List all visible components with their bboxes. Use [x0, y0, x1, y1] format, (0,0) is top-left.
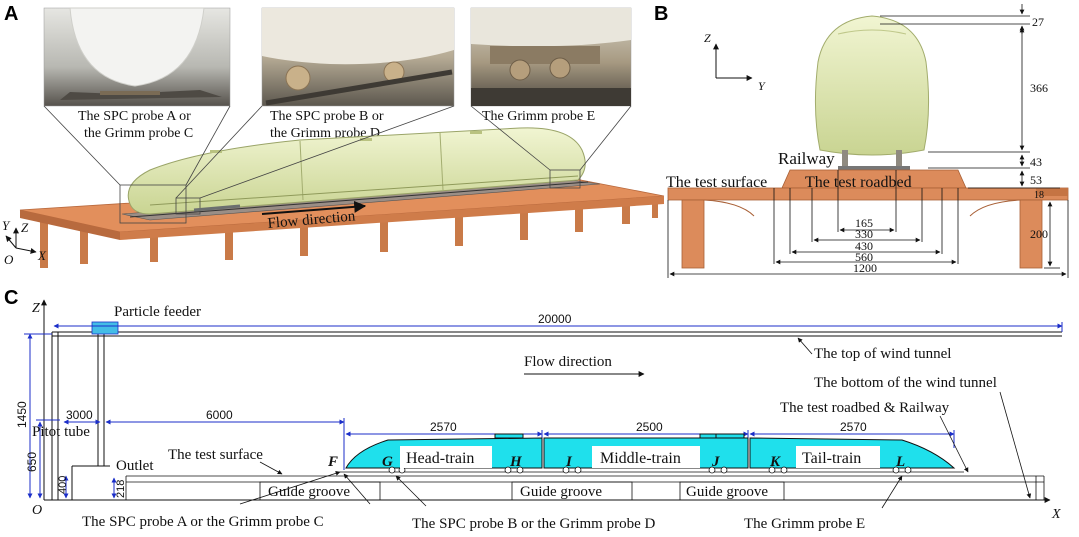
point-h: H: [509, 454, 523, 470]
dim-400: 400: [57, 476, 69, 494]
panel-label-a: A: [4, 3, 18, 25]
dim-3000: 3000: [66, 408, 93, 422]
leader-test-surface: [259, 461, 283, 475]
dim-18: 18: [1034, 190, 1044, 201]
probe-leaders-a: [43, 105, 632, 224]
dim-330: 330: [855, 227, 873, 241]
dim-blue-c: [24, 322, 1063, 499]
particle-feeder-box: [91, 321, 119, 335]
roadbed-3d: [19, 175, 665, 268]
tunnel-walls: [51, 331, 1062, 500]
dim-horizontal-b: [667, 170, 1069, 278]
dim-650: 650: [25, 452, 39, 472]
photo-probe-a-c: [43, 7, 231, 107]
point-i: I: [565, 454, 573, 470]
probe-leaders-c: [239, 471, 903, 509]
callout-probe-a-c-line2: the Grimm probe C: [84, 126, 193, 141]
label-guide-groove-3: Guide groove: [686, 484, 768, 500]
train-wheels-c: [388, 466, 912, 474]
rail-b: [838, 166, 910, 170]
panel-a: A The SPC probe A or the Grimm pro: [2, 3, 665, 268]
leader-top-tunnel: [797, 337, 813, 355]
dim-366: 366: [1030, 81, 1048, 95]
callout-probe-e: The Grimm probe E: [482, 109, 595, 124]
label-middle-train: Middle-train: [600, 450, 681, 467]
point-g: G: [382, 454, 393, 470]
point-f: F: [327, 454, 338, 470]
panel-label-c: C: [4, 287, 18, 309]
dim-53: 53: [1030, 173, 1042, 187]
dim-vertical-b: [880, 4, 1060, 269]
dim-218: 218: [115, 480, 127, 498]
dim-2500: 2500: [636, 420, 663, 434]
axis-a-z: Z: [21, 220, 29, 235]
axis-b-z: Z: [704, 31, 711, 45]
label-tail-train: Tail-train: [802, 450, 861, 467]
dim-1450: 1450: [15, 401, 29, 428]
label-test-surface-b: The test surface: [666, 174, 767, 191]
dim-430: 430: [855, 239, 873, 253]
train-names-c: [400, 446, 880, 468]
axis-c-z: Z: [32, 301, 40, 316]
axes-a: [5, 227, 37, 254]
label-bottom-tunnel: The bottom of the wind tunnel: [814, 375, 997, 391]
panel-c: C Z O X Particle feeder: [4, 287, 1063, 532]
label-test-surface-c: The test surface: [168, 447, 263, 463]
dim-6000: 6000: [206, 408, 233, 422]
axis-a-o: O: [4, 252, 14, 267]
dim-2570-tail: 2570: [840, 420, 867, 434]
axis-c-x: X: [1051, 507, 1061, 522]
leader-bottom-tunnel: [999, 391, 1032, 499]
label-particle-feeder: Particle feeder: [114, 304, 201, 320]
photo-probe-b-d: [261, 7, 455, 107]
axis-c-o: O: [32, 503, 42, 518]
label-guide-groove-1: Guide groove: [268, 484, 350, 500]
label-pitot-tube: Pitot tube: [32, 424, 90, 440]
dim-1200: 1200: [853, 261, 877, 275]
roadbed-section: [667, 169, 1069, 269]
label-probe-a-c: The SPC probe A or the Grimm probe C: [82, 514, 324, 530]
photo-probe-e: [470, 7, 632, 107]
dim-27: 27: [1032, 15, 1044, 29]
label-guide-groove-2: Guide groove: [520, 484, 602, 500]
label-test-roadbed: The test roadbed: [805, 174, 912, 191]
panel-b: B Z Y Railway The test surface The test …: [654, 3, 1069, 278]
point-j: J: [711, 454, 720, 470]
flow-arrow-a: [261, 200, 367, 215]
flow-direction-label-c: Flow direction: [524, 354, 612, 370]
callout-probe-b-d-line1: The SPC probe B or: [270, 109, 384, 124]
dim-560: 560: [855, 250, 873, 264]
label-head-train: Head-train: [406, 450, 474, 467]
dim-200: 200: [1030, 227, 1048, 241]
label-probe-e-c: The Grimm probe E: [744, 516, 865, 532]
axis-a-x: X: [37, 248, 47, 263]
leader-roadbed-railway: [939, 415, 969, 473]
probe-rod: [193, 204, 241, 212]
dim-20000: 20000: [538, 312, 572, 326]
train-front-view: [814, 15, 930, 156]
label-roadbed-railway: The test roadbed & Railway: [780, 400, 950, 416]
dim-2570-head: 2570: [430, 420, 457, 434]
label-railway: Railway: [778, 149, 835, 168]
point-l: L: [895, 454, 905, 470]
train-3d: [127, 127, 586, 215]
label-outlet: Outlet: [116, 458, 154, 474]
dim-43: 43: [1030, 155, 1042, 169]
label-top-tunnel: The top of wind tunnel: [814, 346, 951, 362]
axis-b-y: Y: [758, 79, 766, 93]
roadbed-strip-c: [125, 471, 1045, 501]
label-probe-b-d: The SPC probe B or the Grimm probe D: [412, 516, 655, 532]
point-k: K: [769, 454, 781, 470]
callout-probe-a-c-line1: The SPC probe A or: [78, 109, 191, 124]
panel-label-b: B: [654, 3, 668, 25]
dim-165: 165: [855, 216, 873, 230]
bogie-wheels-b: [842, 150, 902, 168]
axis-a-y: Y: [2, 218, 11, 233]
flow-direction-label-a: Flow direction: [267, 208, 356, 232]
